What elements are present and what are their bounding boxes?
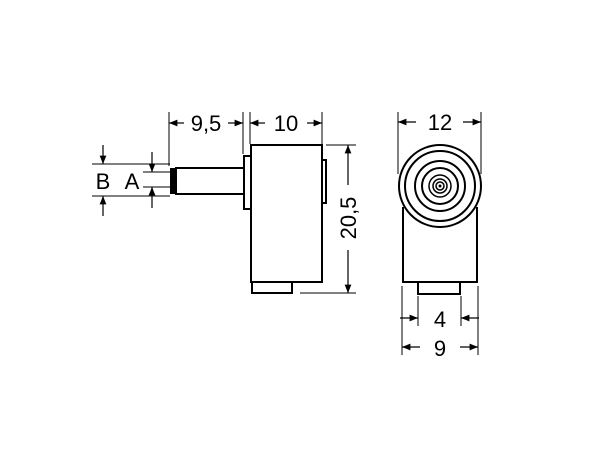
dimension-a: A — [125, 152, 170, 208]
svg-text:9: 9 — [434, 336, 446, 361]
svg-text:4: 4 — [434, 307, 446, 332]
svg-text:20,5: 20,5 — [336, 197, 361, 240]
svg-text:12: 12 — [428, 110, 452, 135]
socket-circles — [398, 144, 482, 228]
svg-text:9,5: 9,5 — [191, 111, 222, 136]
svg-text:B: B — [96, 169, 111, 194]
front-bottom-tab — [417, 281, 461, 295]
rear-flange — [321, 159, 327, 204]
dimension-base-width: 9 — [401, 286, 479, 361]
plug-body — [250, 144, 323, 283]
front-view: 12 4 9 — [397, 110, 482, 361]
dimension-b: B — [92, 145, 170, 216]
dimension-height: 20,5 — [300, 144, 361, 294]
pin-tip — [170, 168, 177, 194]
dimension-pin-length: 9,5 — [168, 111, 244, 166]
side-view: 9,5 10 20,5 B — [92, 111, 361, 294]
svg-text:A: A — [125, 169, 140, 194]
dimension-width: 12 — [397, 110, 482, 174]
svg-text:10: 10 — [274, 111, 298, 136]
pin-shaft — [175, 167, 245, 195]
dimension-body-depth: 10 — [249, 111, 323, 144]
dimension-tab-width: 4 — [400, 296, 479, 332]
front-flange — [243, 155, 252, 210]
bottom-tab — [251, 281, 293, 294]
